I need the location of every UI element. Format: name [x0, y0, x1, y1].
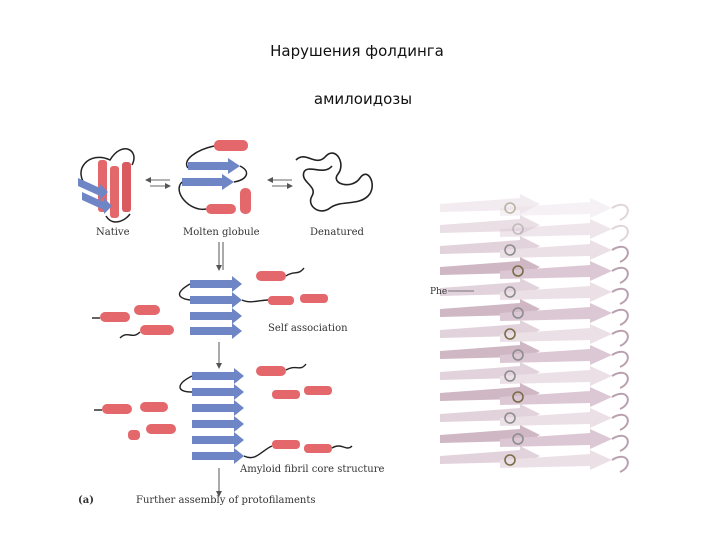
- fibril-turn: [611, 329, 629, 347]
- self-association-structure: [92, 267, 328, 339]
- fibril-turn: [611, 308, 629, 326]
- phe-side-chain: [504, 202, 516, 214]
- denatured-chain: [295, 152, 373, 212]
- phe-side-chain: [512, 307, 524, 319]
- fibril-strand-left: [440, 194, 540, 214]
- phe-side-chain: [512, 265, 524, 277]
- fibril-strand-right: [500, 198, 612, 218]
- phe-side-chain: [504, 412, 516, 424]
- fibril-strand-left: [440, 215, 540, 235]
- fibril-strand-right: [500, 408, 612, 428]
- fibril-strand-right: [500, 366, 612, 386]
- fibril-strand-right: [500, 261, 612, 281]
- fibril-strand-right: [500, 450, 612, 470]
- phe-side-chain: [504, 328, 516, 340]
- fibril-strand-right: [500, 387, 612, 407]
- phe-side-chain: [504, 286, 516, 298]
- fibril-strand-right: [500, 240, 612, 260]
- slide-title: Нарушения фолдинга: [270, 42, 444, 60]
- molten-globule-structure: [178, 140, 251, 214]
- native-structure: [78, 148, 135, 223]
- step-label-further-assembly: Further assembly of protofilaments: [136, 495, 316, 506]
- amyloid-core-structure: [94, 363, 353, 464]
- fibril-strand-right: [500, 219, 612, 239]
- state-label-denatured: Denatured: [310, 227, 364, 238]
- fibril-strand-right: [500, 324, 612, 344]
- fibril-strand-right: [500, 282, 612, 302]
- phe-label: Phe: [430, 287, 447, 297]
- state-label-native: Native: [96, 227, 130, 238]
- fibril-turn: [611, 434, 629, 452]
- phe-side-chain: [512, 349, 524, 361]
- fibril-strand-right: [500, 429, 612, 449]
- fibril-turn: [611, 392, 629, 410]
- phe-side-chain: [512, 391, 524, 403]
- fibril-turn: [611, 371, 629, 389]
- slide-subtitle: амилоидозы: [313, 90, 413, 108]
- fibril-turn: [611, 413, 629, 431]
- fibril-turn: [611, 287, 629, 305]
- fibril-turn: [611, 455, 629, 473]
- panel-label: (a): [78, 495, 94, 506]
- phe-side-chain: [504, 244, 516, 256]
- phe-side-chain: [512, 433, 524, 445]
- fibril-turn: [611, 266, 629, 284]
- fibril-turn: [611, 245, 629, 263]
- step-label-amyloid-core: Amyloid fibril core structure: [239, 464, 384, 475]
- fibril-turn: [611, 224, 629, 242]
- fibril-strand-right: [500, 303, 612, 323]
- phe-side-chain: [512, 223, 524, 235]
- fibril-strand-right: [500, 345, 612, 365]
- phe-side-chain: [504, 454, 516, 466]
- fibril-turn: [611, 350, 629, 368]
- phe-side-chain: [504, 370, 516, 382]
- state-label-molten-globule: Molten globule: [183, 227, 260, 238]
- step-label-self-association: Self association: [268, 323, 348, 334]
- fibril-turn: [611, 203, 629, 221]
- fibril-stack: [440, 194, 629, 473]
